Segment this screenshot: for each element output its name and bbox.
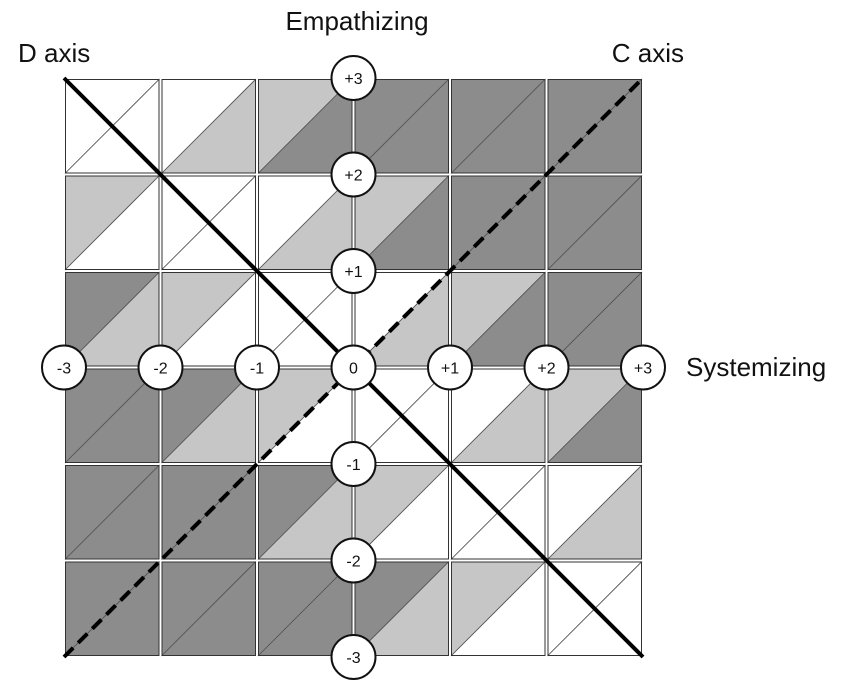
grid-cell (161, 79, 256, 174)
node-circle (330, 151, 377, 198)
node-circle (620, 344, 666, 391)
node-label: +3 (634, 361, 652, 378)
node-label: -1 (346, 457, 360, 474)
node-label: +2 (537, 361, 555, 378)
grid-cell (451, 465, 546, 560)
score-nodes: -3 -2 -1 0 +1 +2 +3 +3 +2 +1 -1 -2 -3 (41, 55, 666, 680)
node-label: -2 (346, 554, 360, 571)
grid-cell (258, 175, 353, 270)
node-circle (330, 55, 377, 101)
systemizing-tick-node: +3 (620, 344, 666, 391)
empathizing-tick-node: +1 (330, 248, 377, 294)
grid-cell (451, 368, 546, 463)
grid-cell (161, 465, 256, 560)
grid-cell (258, 368, 353, 463)
node-label: -1 (250, 361, 264, 378)
systemizing-tick-node: 0 (330, 344, 377, 391)
systemizing-label: Systemizing (686, 352, 826, 382)
grid-cell (258, 561, 353, 656)
grid-cell (547, 175, 642, 270)
node-circle (427, 344, 473, 391)
grid-cell (161, 368, 256, 463)
grid-cell (65, 561, 160, 656)
grid-cell (451, 175, 546, 270)
grid-cell (161, 175, 256, 270)
grid-cell (354, 561, 449, 656)
grid-cell (161, 272, 256, 367)
d-axis-label: D axis (18, 38, 90, 68)
node-circle (137, 344, 184, 391)
systemizing-tick-node: -2 (137, 344, 184, 391)
empathizing-tick-node: +2 (330, 151, 377, 198)
grid-cell (65, 465, 160, 560)
node-circle (234, 344, 280, 391)
empathizing-tick-node: -3 (330, 634, 377, 680)
node-circle (41, 344, 87, 391)
node-label: -3 (57, 361, 71, 378)
grid-cell (547, 368, 642, 463)
node-circle (330, 441, 377, 487)
systemizing-tick-node: +1 (427, 344, 473, 391)
grid-cell (547, 561, 642, 656)
grid-cell (65, 79, 160, 174)
grid-cell (161, 561, 256, 656)
grid-cell (354, 368, 449, 463)
grid-cell (65, 368, 160, 463)
node-circle (523, 344, 570, 391)
grid-cell (451, 272, 546, 367)
grid-cell (65, 175, 160, 270)
node-circle (330, 634, 377, 680)
grid-cell (451, 561, 546, 656)
node-label: +1 (441, 361, 459, 378)
node-label: +1 (344, 264, 362, 281)
grid-cell (547, 272, 642, 367)
grid-cell (354, 175, 449, 270)
grid-cell (547, 465, 642, 560)
grid-cell (354, 79, 449, 174)
node-label: -3 (346, 650, 360, 667)
systemizing-tick-node: -3 (41, 344, 87, 391)
node-label: 0 (349, 361, 358, 378)
systemizing-tick-node: -1 (234, 344, 280, 391)
grid-cell (258, 79, 353, 174)
node-circle (330, 248, 377, 294)
grid-cell (354, 465, 449, 560)
node-label: -2 (153, 361, 167, 378)
node-label: +2 (344, 168, 362, 185)
grid-cell (258, 465, 353, 560)
empathizing-label: Empathizing (285, 6, 428, 36)
systemizing-tick-node: +2 (523, 344, 570, 391)
c-axis-label: C axis (612, 38, 684, 68)
grid-cell (451, 79, 546, 174)
grid-cell (354, 272, 449, 367)
grid-cell (258, 272, 353, 367)
empathizing-tick-node: +3 (330, 55, 377, 101)
empathizing-tick-node: -2 (330, 537, 377, 584)
empathizing-tick-node: -1 (330, 441, 377, 487)
node-label: +3 (344, 71, 362, 88)
grid-cell (547, 79, 642, 174)
grid-cell (65, 272, 160, 367)
node-circle (330, 537, 377, 584)
node-circle (330, 344, 377, 391)
